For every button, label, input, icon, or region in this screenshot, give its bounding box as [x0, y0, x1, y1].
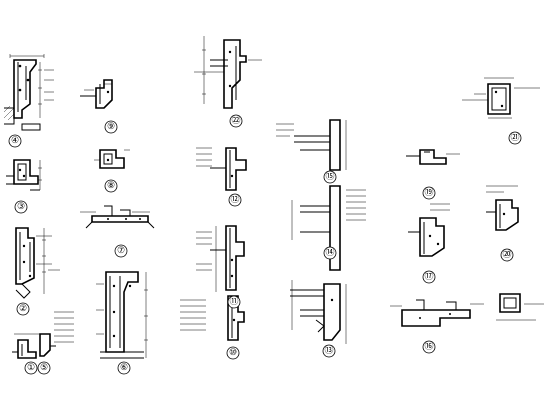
detail-13-drawing — [290, 280, 347, 344]
detail-9-drawing — [80, 79, 113, 109]
detail-bubble-2: ② — [16, 302, 30, 316]
detail-label-20: ⑳ — [502, 249, 511, 260]
detail-bubble-9: ⑨ — [104, 120, 118, 134]
detail-bubble-8: ⑧ — [104, 179, 118, 193]
detail-bubble-20: ⑳ — [500, 248, 514, 262]
detail-label-15: ⑮ — [325, 171, 334, 182]
detail-bubble-5: ⑤ — [37, 361, 51, 375]
detail-12-drawing — [196, 147, 247, 191]
detail-rotated-drawing — [496, 293, 544, 321]
detail-label-3: ③ — [17, 202, 25, 212]
detail-8-drawing — [94, 149, 130, 169]
detail-bubble-22: ㉒ — [229, 114, 243, 128]
detail-2-drawing — [15, 227, 60, 299]
detail-bubble-17: ⑰ — [422, 270, 436, 284]
detail-16-drawing — [390, 299, 484, 327]
detail-label-16: ⑯ — [424, 341, 433, 352]
detail-bubble-13: ⑬ — [322, 344, 336, 358]
detail-label-21: ㉑ — [510, 132, 519, 143]
detail-bubble-7: ⑦ — [114, 244, 128, 258]
detail-label-2: ② — [19, 304, 27, 314]
detail-label-22: ㉒ — [231, 115, 240, 126]
detail-label-11: ⑪ — [229, 296, 238, 307]
detail-bubble-15: ⑮ — [323, 170, 337, 184]
detail-22-drawing — [194, 36, 262, 109]
detail-label-8: ⑧ — [107, 181, 115, 191]
detail-19-drawing — [406, 149, 460, 165]
detail-20-drawing — [486, 185, 519, 231]
detail-3-drawing — [6, 159, 42, 191]
detail-label-4: ④ — [11, 136, 19, 146]
detail-label-9: ⑨ — [107, 122, 115, 132]
detail-bubble-6: ⑥ — [117, 361, 131, 375]
detail-5-drawing — [39, 311, 74, 357]
detail-label-1: ① — [27, 363, 35, 373]
detail-6-drawing — [96, 271, 148, 359]
detail-7-drawing — [80, 205, 155, 229]
detail-label-6: ⑥ — [120, 363, 128, 373]
detail-label-12: ⑫ — [230, 194, 239, 205]
detail-15-drawing — [276, 119, 347, 171]
detail-bubble-4: ④ — [8, 134, 22, 148]
detail-bubble-12: ⑫ — [228, 193, 242, 207]
detail-label-19: ⑲ — [424, 187, 433, 198]
detail-17-drawing — [408, 203, 450, 257]
detail-label-17: ⑰ — [424, 271, 433, 282]
detail-bubble-10: ⑩ — [226, 346, 240, 360]
detail-4-drawing — [3, 54, 54, 131]
detail-bubble-16: ⑯ — [422, 340, 436, 354]
detail-label-14: ⑭ — [325, 247, 334, 258]
detail-label-13: ⑬ — [324, 345, 333, 356]
detail-label-5: ⑤ — [40, 363, 48, 373]
detail-21-drawing — [462, 77, 540, 119]
detail-1-drawing — [12, 333, 40, 359]
detail-bubble-21: ㉑ — [508, 131, 522, 145]
detail-bubble-14: ⑭ — [323, 246, 337, 260]
detail-bubble-19: ⑲ — [422, 186, 436, 200]
detail-label-10: ⑩ — [229, 348, 237, 358]
detail-14-drawing — [291, 185, 366, 271]
detail-bubble-3: ③ — [14, 200, 28, 214]
detail-bubble-11: ⑪ — [227, 295, 241, 309]
detail-bubble-1: ① — [24, 361, 38, 375]
detail-label-7: ⑦ — [117, 246, 125, 256]
detail-11-drawing — [196, 225, 245, 292]
